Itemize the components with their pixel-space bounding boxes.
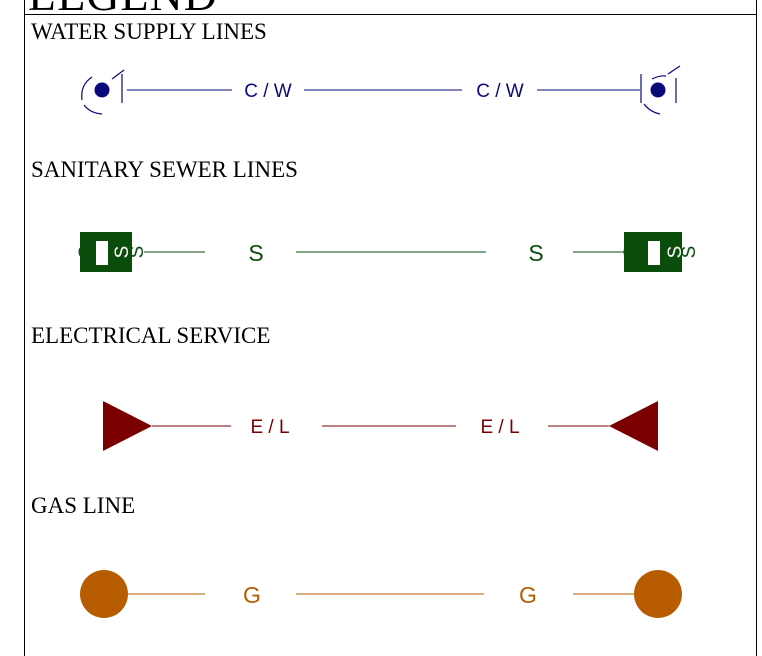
cleanout-s-label: S [665,246,686,259]
water-line-label: C / W [244,81,292,102]
circle-icon [634,570,682,618]
valve-icon [640,65,681,115]
electrical-service-heading: ELECTRICAL SERVICE [31,323,271,348]
triangle-icon [609,401,658,451]
gas-line-label: G [243,582,261,608]
cleanout-icon: S S S [76,232,148,272]
valve-icon [81,69,125,115]
gas-line-label: G [519,582,537,608]
sanitary-sewer-heading: SANITARY SEWER LINES [31,157,298,182]
gas-line-row: G G [80,570,682,618]
sanitary-sewer-row: S S S S S S S S [76,232,700,272]
sewer-line-label: S [248,240,263,266]
cleanout-s-label: S [621,246,642,259]
electrical-line-label: E / L [480,417,519,438]
sewer-line-label: S [528,240,543,266]
cleanout-icon: S S S [621,232,700,272]
triangle-icon [103,401,152,451]
cleanout-s-label: S [76,246,97,259]
cleanout-s-label: S [679,246,700,259]
water-line-label: C / W [476,81,524,102]
title-divider [24,14,757,15]
water-supply-heading: WATER SUPPLY LINES [31,19,267,44]
circle-icon [80,570,128,618]
electrical-line-label: E / L [250,417,289,438]
gas-line-heading: GAS LINE [31,493,136,518]
electrical-service-row: E / L E / L [103,401,658,451]
cleanout-s-label: S [127,246,148,259]
legend-title: LEGEND [28,0,218,21]
cleanout-s-label: S [112,246,133,259]
legend-frame [24,0,757,656]
water-supply-row: C / W C / W [81,65,681,115]
